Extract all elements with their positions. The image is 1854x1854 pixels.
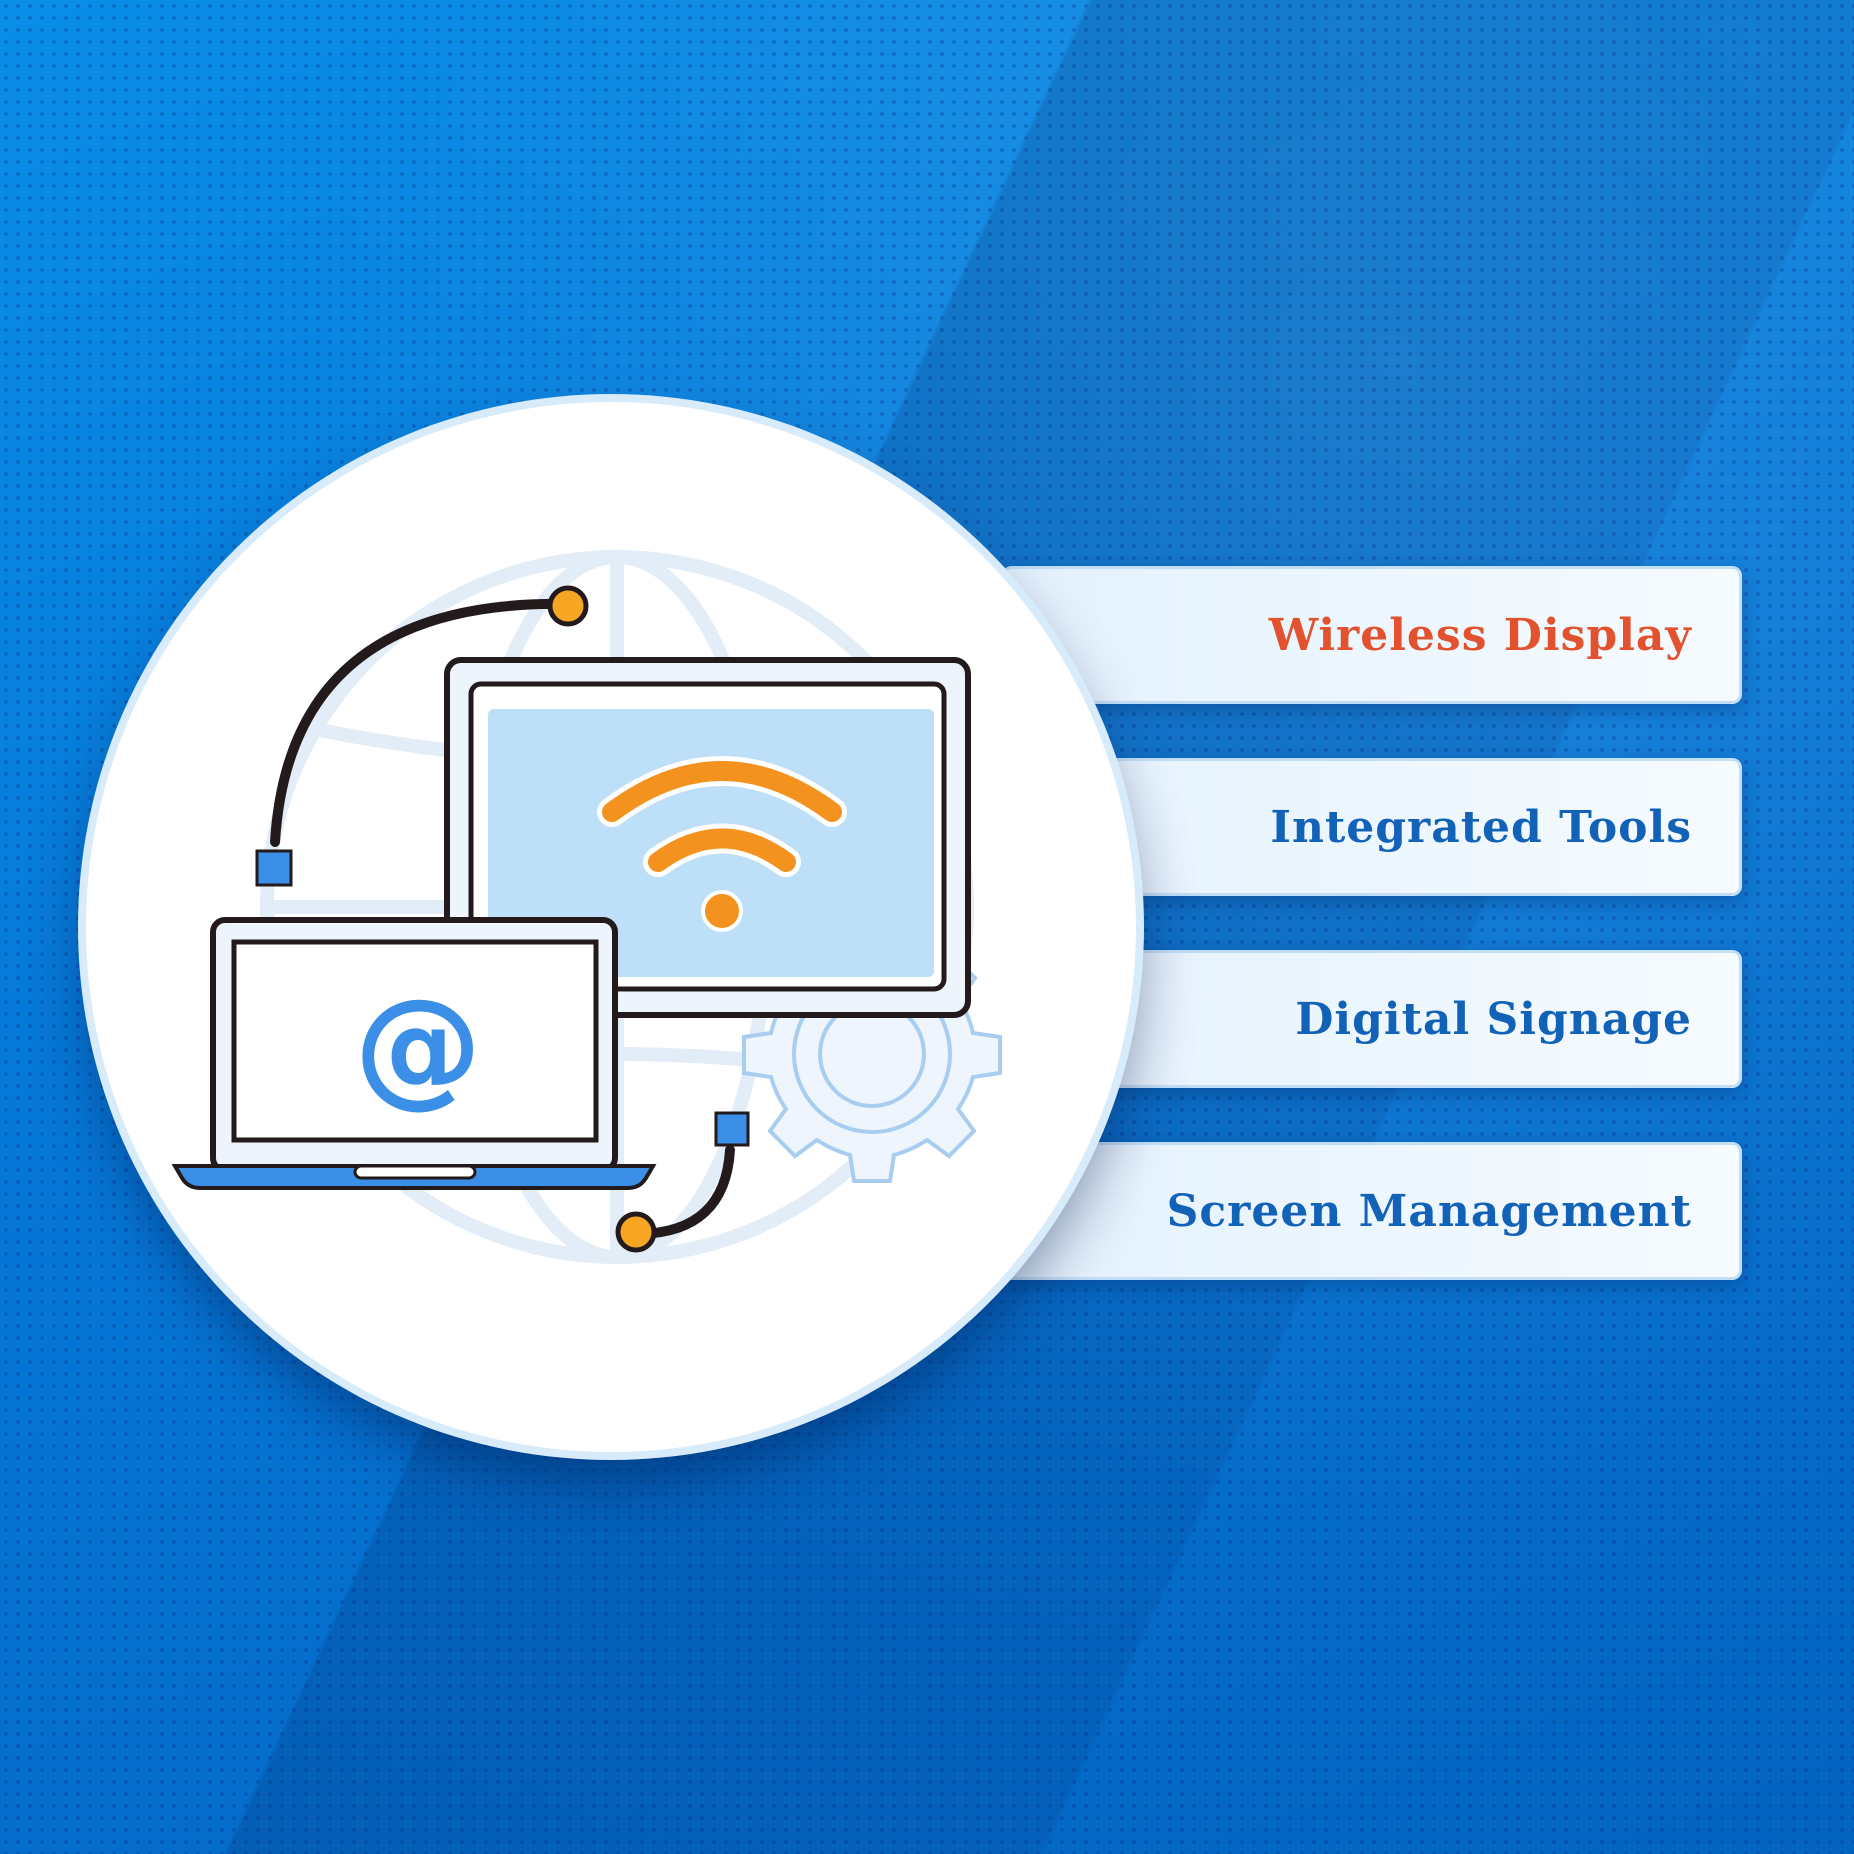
feature-label: Wireless Display	[1268, 609, 1692, 661]
at-sign-icon: @	[354, 972, 482, 1121]
feature-label: Screen Management	[1166, 1185, 1692, 1237]
wifi-icon	[597, 756, 847, 932]
laptop-icon	[171, 917, 657, 1190]
feature-card-wireless-display: Wireless Display	[1002, 566, 1742, 704]
connector-cable-top	[255, 585, 589, 887]
connector-cable-bottom	[615, 1111, 750, 1253]
feature-label: Digital Signage	[1295, 993, 1692, 1045]
feature-card-screen-management: Screen Management	[1002, 1142, 1742, 1280]
feature-label: Integrated Tools	[1270, 801, 1692, 853]
